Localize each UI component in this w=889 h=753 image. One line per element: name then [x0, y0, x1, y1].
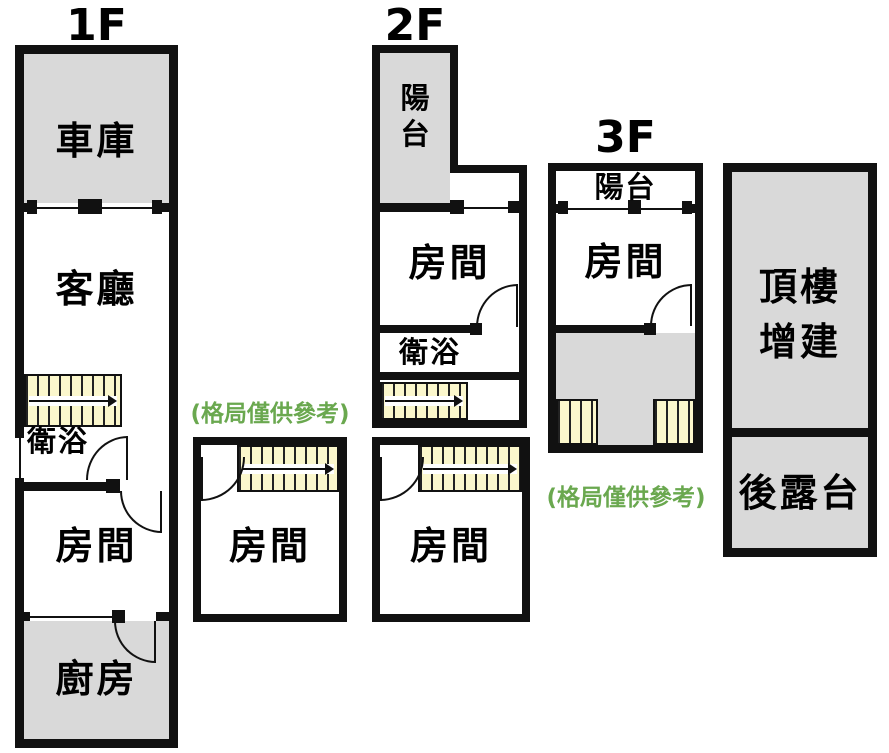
bedroom-label-2f: 房間: [408, 241, 491, 285]
wall-pier: [106, 479, 120, 493]
interior-wall: [732, 428, 868, 437]
outer-wall: [450, 165, 527, 173]
stair-direction-arrow: [29, 394, 117, 407]
balcony-label-3f: 陽台: [594, 170, 657, 204]
staircase-1f: [24, 374, 122, 427]
stair-direction-arrow: [242, 462, 334, 475]
bedroom-label-3f: 房間: [584, 240, 667, 284]
interior-wall: [156, 612, 169, 621]
rooftop-addition-label: 頂樓 增建: [758, 265, 841, 365]
wall-pier: [628, 200, 641, 214]
balcony-area-2f: [380, 53, 450, 205]
window-symbol: [15, 438, 24, 478]
layout-note-left: (格局僅供參考): [190, 401, 350, 427]
rear-terrace-label: 後露台: [738, 471, 862, 515]
garage-area: [24, 54, 169, 203]
bathroom-label-1f: 衛浴: [26, 424, 89, 458]
outer-wall: [372, 420, 527, 428]
wall-pier: [112, 610, 125, 623]
layout-note-right: (格局僅供參考): [546, 485, 706, 511]
stair-direction-arrow: [385, 395, 463, 407]
wall-pier: [644, 323, 656, 335]
floor1-title: 1F: [66, 0, 127, 51]
outer-wall: [372, 45, 458, 53]
wall-pier: [78, 199, 102, 214]
outer-wall: [372, 45, 380, 428]
interior-wall: [380, 372, 519, 380]
bathroom-label-2f: 衛浴: [398, 335, 461, 369]
wall-pier: [450, 200, 464, 214]
garage-label: 車庫: [55, 119, 138, 163]
window-symbol: [460, 203, 512, 212]
stair-direction-arrow: [423, 462, 517, 475]
staircase-2f: [380, 382, 468, 420]
floor2-title: 2F: [384, 0, 446, 51]
bedroom-door-arc-2f: [476, 284, 518, 327]
outer-wall: [450, 53, 458, 165]
staircase-1f-annex: [237, 445, 339, 492]
window-symbol: [566, 204, 686, 213]
interior-wall: [556, 325, 652, 333]
floor3-title: 3F: [595, 112, 656, 163]
living-room-label: 客廳: [55, 267, 138, 311]
staircase-2f-annex: [418, 445, 522, 492]
staircase-3f-left: [556, 399, 598, 445]
balcony-label-2f: 陽台: [400, 81, 430, 152]
bedroom-label-1f: 房間: [55, 524, 138, 568]
wall-pier: [558, 201, 568, 214]
interior-wall: [380, 203, 519, 212]
wall-pier: [27, 200, 37, 214]
staircase-3f-right: [653, 399, 695, 445]
interior-wall: [380, 325, 480, 333]
wall-pier: [152, 200, 162, 214]
window-symbol: [30, 612, 114, 621]
outer-wall: [519, 173, 527, 428]
wall-pier: [508, 201, 519, 213]
kitchen-label: 廚房: [55, 657, 138, 701]
bedroom-label-1f-annex: 房間: [228, 524, 311, 568]
interior-wall: [24, 482, 118, 491]
bedroom-label-2f-annex: 房間: [409, 524, 492, 568]
wall-pier: [682, 201, 692, 214]
rooftop-outline: [723, 163, 877, 557]
